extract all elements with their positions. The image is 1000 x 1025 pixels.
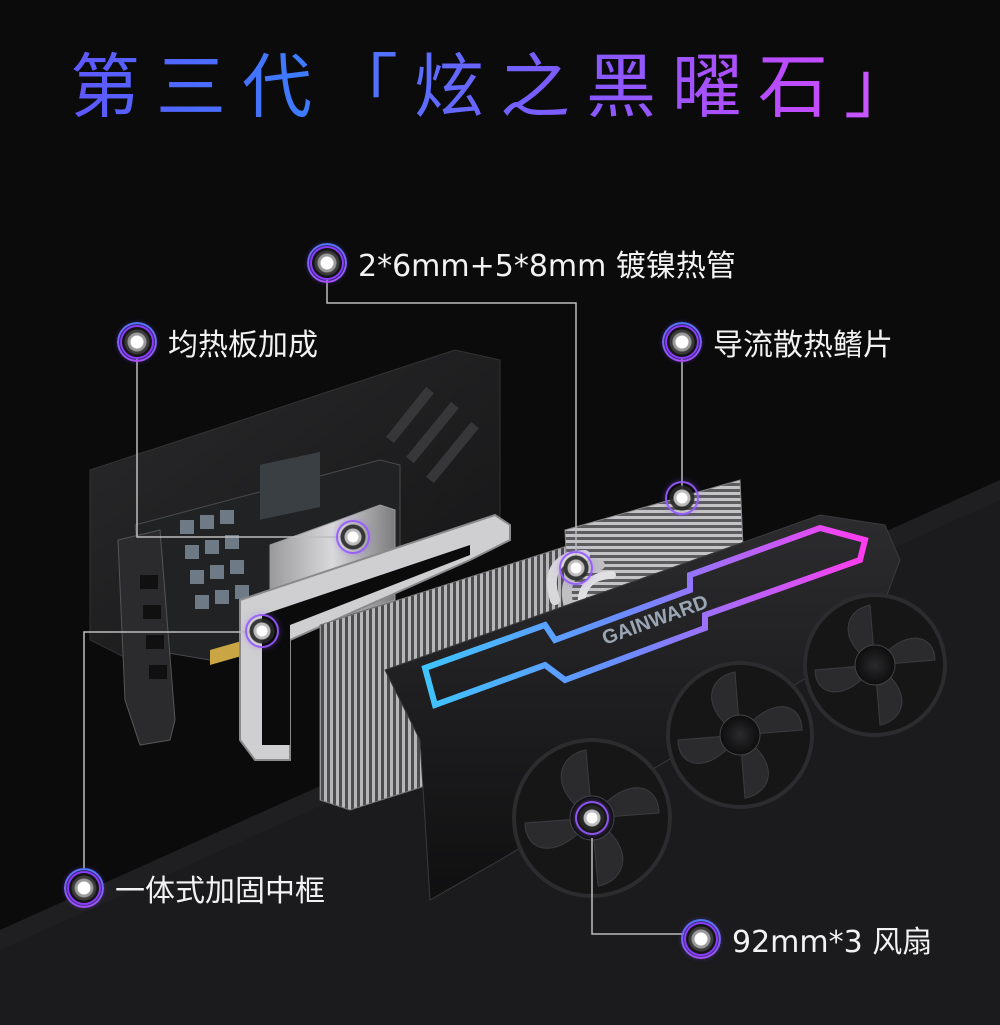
fans-pin bbox=[577, 803, 607, 833]
callout-frame-label: 一体式加固中框 bbox=[115, 874, 325, 909]
callout-vapor-chamber: 均热板加成 bbox=[120, 320, 318, 364]
callout-fins: 导流散热鳍片 bbox=[665, 320, 893, 364]
callout-heatpipe-label: 2*6mm+5*8mm 镀镍热管 bbox=[358, 249, 736, 284]
rgb-light-bar bbox=[421, 524, 869, 709]
fan-1 bbox=[803, 593, 947, 737]
callout-fans: 92mm*3 风扇 bbox=[684, 917, 932, 961]
frame-pin bbox=[247, 616, 277, 646]
heatpipe-pin bbox=[561, 553, 591, 583]
callout-marker-icon bbox=[684, 922, 718, 956]
callout-marker-icon bbox=[67, 871, 101, 905]
fan-2 bbox=[666, 661, 814, 809]
callout-marker-icon bbox=[665, 325, 699, 359]
callout-heatpipe: 2*6mm+5*8mm 镀镍热管 bbox=[310, 241, 736, 285]
callout-frame: 一体式加固中框 bbox=[67, 866, 325, 910]
vapor-chamber-pin bbox=[338, 522, 368, 552]
callout-fans-label: 92mm*3 风扇 bbox=[732, 925, 933, 960]
callout-marker-icon bbox=[310, 246, 344, 280]
callout-fins-label: 导流散热鳍片 bbox=[713, 328, 893, 363]
fins-pin bbox=[667, 483, 697, 513]
page-title: 第三代「炫之黑曜石」 bbox=[0, 52, 1000, 122]
callout-vapor-chamber-label: 均热板加成 bbox=[168, 328, 318, 363]
callout-marker-icon bbox=[120, 325, 154, 359]
